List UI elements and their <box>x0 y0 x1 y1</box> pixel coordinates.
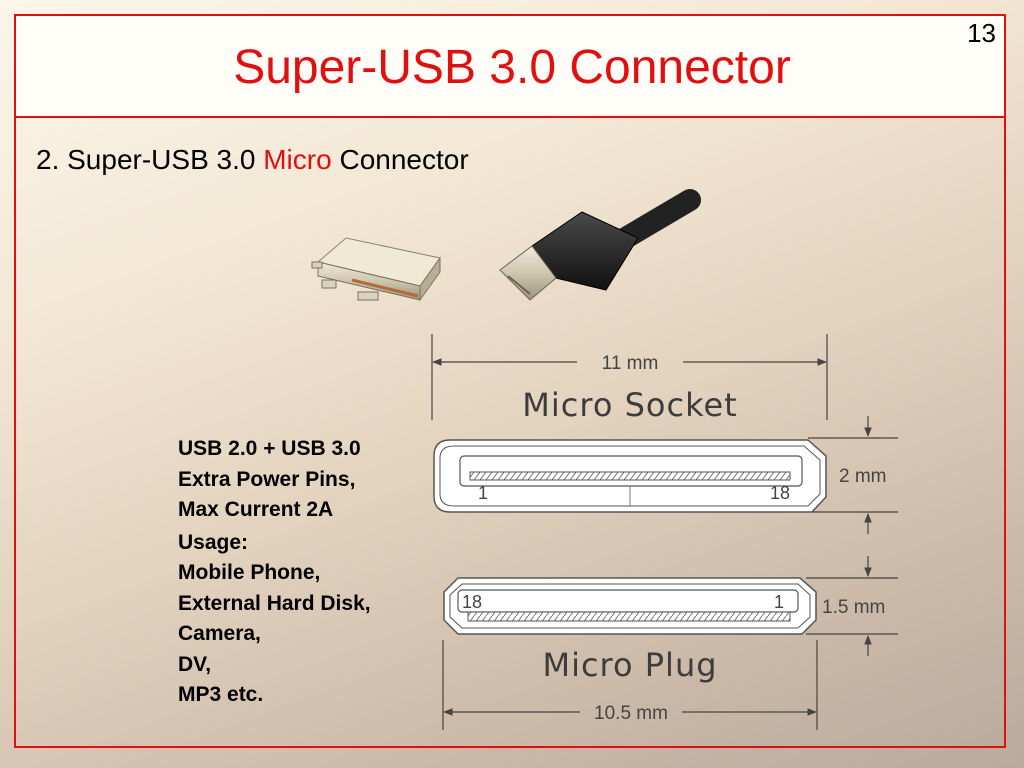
socket-pin-left: 1 <box>478 483 488 503</box>
socket-height-dimension: 2 mm <box>808 416 898 534</box>
section-heading-highlight: Micro <box>263 144 332 175</box>
micro-socket-photo <box>311 237 441 302</box>
section-heading: 2. Super-USB 3.0 Micro Connector <box>36 144 469 176</box>
micro-socket-cross-section: 1 18 <box>433 439 827 513</box>
title-bar <box>14 14 1006 118</box>
section-heading-prefix: 2. Super-USB 3.0 <box>36 144 264 175</box>
info-line: Max Current 2A <box>178 498 334 521</box>
info-line: External Hard Disk, <box>178 591 371 615</box>
plug-height-dimension: 1.5 mm <box>806 556 898 656</box>
info-line: DV, <box>178 652 212 676</box>
slide-title: Super-USB 3.0 Connector <box>233 41 791 94</box>
section-heading-suffix: Connector <box>331 144 469 175</box>
info-line: Camera, <box>178 622 261 645</box>
slide-number: 13 <box>967 18 996 48</box>
info-line: Extra Power Pins, <box>178 467 356 491</box>
micro-plug-photo <box>499 189 701 301</box>
micro-socket-label: Micro Socket <box>522 386 737 424</box>
socket-pin-right: 18 <box>770 483 790 503</box>
plug-width-label: 10.5 mm <box>594 703 668 724</box>
socket-width-label: 11 mm <box>602 353 659 374</box>
socket-height-label: 2 mm <box>839 466 887 487</box>
info-line: Mobile Phone, <box>178 561 321 584</box>
plug-pin-left: 18 <box>462 592 482 612</box>
slide-frame <box>14 14 1006 748</box>
micro-plug-label: Micro Plug <box>542 646 717 684</box>
plug-height-label: 1.5 mm <box>822 597 885 618</box>
plug-width-dimension: 10.5 mm <box>442 640 818 730</box>
socket-width-dimension: 11 mm <box>431 334 828 420</box>
info-line: USB 2.0 + USB 3.0 <box>178 437 361 460</box>
micro-plug-cross-section: 18 1 <box>443 577 817 635</box>
plug-pin-right: 1 <box>774 592 784 612</box>
info-line: Usage: <box>178 530 249 554</box>
info-text: USB 2.0 + USB 3.0 Extra Power Pins, Max … <box>178 434 371 711</box>
info-line: MP3 etc. <box>178 683 264 706</box>
